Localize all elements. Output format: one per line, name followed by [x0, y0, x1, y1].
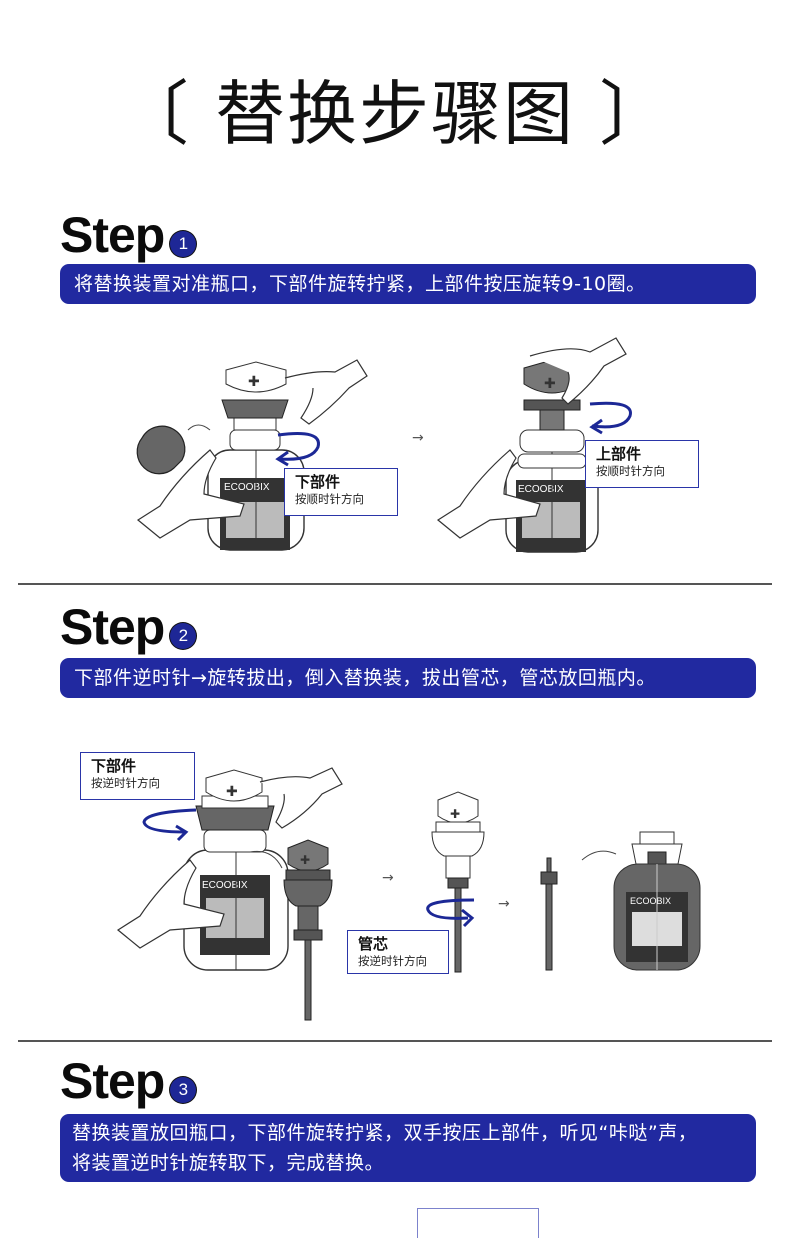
section-divider [18, 1040, 772, 1042]
step-1-instruction: 将替换装置对准瓶口，下部件旋转拧紧，上部件按压旋转9-10圈。 [60, 264, 756, 304]
svg-text:ECOOBIX: ECOOBIX [224, 482, 270, 493]
step-2-illustration: ECOOBIX ✚ ✚ → ✚ → [116, 767, 701, 1021]
step-number-badge: 3 [170, 1077, 197, 1103]
hand-icon [436, 449, 541, 539]
hand-icon [136, 449, 245, 539]
curved-arrow-icon [581, 850, 617, 861]
svg-text:ECOOBIX: ECOOBIX [518, 484, 564, 495]
page-title: 〔 替换步骤图 〕 [118, 73, 672, 155]
rotate-arrow-icon [426, 898, 475, 920]
svg-text:→: → [498, 896, 510, 912]
step-3-heading: Step 3 [60, 1053, 197, 1109]
step-number-badge: 2 [170, 623, 197, 649]
svg-text:→: → [412, 430, 424, 446]
bottle-icon: ECOOBIX ✚ [207, 361, 305, 551]
hand-icon [529, 337, 627, 405]
step-word: Step [60, 1053, 165, 1109]
bottle-icon: ECOOBIX ✚ [183, 769, 289, 971]
svg-text:✚: ✚ [450, 807, 460, 821]
svg-text:✚: ✚ [544, 376, 556, 392]
curved-arrow-icon [187, 424, 211, 431]
hand-icon [284, 359, 368, 425]
tube-device-icon: ✚ [283, 839, 333, 1021]
callout-tube-core-counterclockwise: 管芯 按逆时针方向 [347, 930, 449, 974]
callout-lower-part-counterclockwise: 下部件 按逆时针方向 [80, 752, 195, 800]
svg-text:✚: ✚ [248, 374, 260, 390]
step-2-instruction: 下部件逆时针→旋转拔出，倒入替换装，拔出管芯，管芯放回瓶内。 [60, 658, 756, 698]
step-word: Step [60, 207, 165, 263]
rotate-arrow-icon [277, 432, 320, 461]
callout-lower-part-clockwise: 下部件 按顺时针方向 [284, 468, 398, 516]
callout-upper-part-clockwise: 上部件 按顺时针方向 [585, 440, 699, 488]
instruction-text-line-2: 将装置逆时针旋转取下，完成替换。 [72, 1152, 385, 1174]
svg-text:✚: ✚ [226, 784, 238, 800]
instruction-text: 下部件逆时针→旋转拔出，倒入替换装，拔出管芯，管芯放回瓶内。 [74, 667, 656, 689]
step-1-heading: Step 1 [60, 207, 197, 263]
svg-text:→: → [382, 870, 394, 886]
bottle-icon: ECOOBIX ✚ [505, 359, 599, 553]
callout-partial [417, 1208, 539, 1238]
step-1-illustration: ECOOBIX ✚ → ECOOBIX ✚ [136, 337, 632, 553]
instruction-text: 将替换装置对准瓶口，下部件旋转拧紧，上部件按压旋转9-10圈。 [74, 273, 646, 295]
svg-text:✚: ✚ [300, 853, 310, 867]
tube-core-icon [540, 857, 558, 971]
step-word: Step [60, 599, 165, 655]
removed-cap-icon [136, 425, 186, 475]
hand-icon [259, 767, 343, 829]
rotate-arrow-icon [589, 401, 632, 429]
step-3-instruction: 替换装置放回瓶口，下部件旋转拧紧，双手按压上部件，听见“咔哒”声， 将装置逆时针… [60, 1114, 756, 1182]
rotate-arrow-icon [142, 808, 197, 834]
tube-device-icon: ✚ [431, 791, 485, 973]
curved-arrow-icon [249, 850, 283, 869]
section-divider [18, 583, 772, 585]
step-number-badge: 1 [170, 231, 197, 257]
svg-text:ECOOBIX: ECOOBIX [630, 896, 671, 906]
filled-bottle-icon: ECOOBIX [613, 831, 701, 971]
hand-icon [116, 859, 225, 949]
instruction-text-line-1: 替换装置放回瓶口，下部件旋转拧紧，双手按压上部件，听见“咔哒”声， [72, 1122, 698, 1144]
svg-text:ECOOBIX: ECOOBIX [202, 880, 248, 891]
step-2-heading: Step 2 [60, 599, 197, 655]
